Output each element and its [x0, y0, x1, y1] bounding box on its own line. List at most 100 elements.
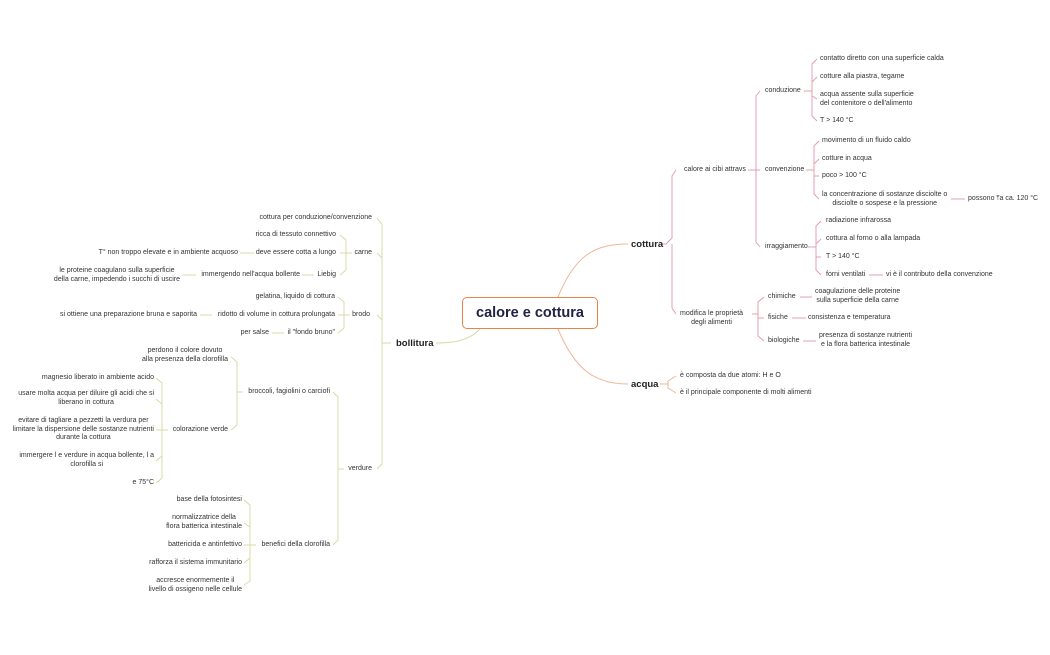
edge-col-1	[155, 377, 168, 431]
edge-calore-irraggiamento	[755, 170, 761, 248]
node-fis-1[interactable]: consistenza e temperatura	[808, 314, 891, 321]
node-irr-4[interactable]: forni ventilati	[826, 271, 866, 278]
node-carne-1[interactable]: ricca di tessuto connettivo	[255, 231, 336, 238]
edge-ben-4	[243, 545, 251, 564]
node-cond-1[interactable]: contatto diretto con una superficie cald…	[820, 55, 944, 62]
edge-mod-biologiche	[757, 318, 765, 342]
node-ben-3[interactable]: battericida e antinfettivo	[168, 541, 242, 548]
node-calore-ai-cibi[interactable]: calore ai cibi attravs	[684, 166, 746, 173]
edge-cond-3	[811, 91, 818, 100]
node-irr-4a[interactable]: vi è il contributo della convenzione	[886, 271, 993, 278]
node-chimiche[interactable]: chimiche	[768, 293, 796, 300]
node-brodo[interactable]: brodo	[352, 311, 370, 318]
node-cond-3[interactable]: acqua assente sulla superficie del conte…	[820, 91, 914, 107]
edge-brodo-1	[337, 296, 350, 316]
node-col-3[interactable]: evitare di tagliare a pezzetti la verdur…	[12, 417, 154, 441]
node-liebig-1a[interactable]: le proteine coagulano sulla superficie d…	[53, 267, 180, 283]
node-brocc-1[interactable]: perdono il colore dovuto alla presenza d…	[142, 347, 228, 363]
edge-carne-1	[339, 234, 352, 254]
node-biologiche[interactable]: biologiche	[768, 337, 800, 344]
edge-root-bollitura	[435, 328, 481, 344]
edge-ben-2	[243, 522, 251, 528]
node-col-4[interactable]: immergere l e verdure in acqua bollente,…	[19, 452, 154, 468]
edge-boll-1	[376, 217, 391, 344]
node-conv-1[interactable]: movimento di un fluido caldo	[822, 137, 911, 144]
node-irr-3[interactable]: T > 140 °C	[826, 253, 860, 260]
node-boll-1[interactable]: cottura per conduzione/convenzione	[259, 214, 372, 221]
node-fisiche[interactable]: fisiche	[768, 314, 788, 321]
node-conv-4[interactable]: la concentrazione di sostanze disciolte …	[822, 191, 948, 207]
node-chim-1[interactable]: coagulazione delle proteine sulla superf…	[815, 288, 901, 304]
node-verdure[interactable]: verdure	[348, 465, 372, 472]
node-ben-4[interactable]: rafforza il sistema immunitario	[149, 559, 242, 566]
node-acqua-2[interactable]: è il principale componente di molti alim…	[680, 389, 812, 396]
node-fondo-a[interactable]: per salse	[240, 329, 269, 336]
topic-bollitura[interactable]: bollitura	[396, 338, 434, 349]
node-col-1[interactable]: magnesio liberato in ambiente acido	[41, 374, 154, 381]
edge-brocc-1	[230, 356, 243, 393]
node-brodo-2[interactable]: ridotto di volume in cottura prolungata	[217, 311, 335, 318]
edge-boll-brodo	[376, 314, 383, 321]
node-bio-1[interactable]: presenza di sostanze nutrienti e la flor…	[819, 332, 912, 348]
edge-boll-verdure	[376, 343, 383, 470]
edge-verdure-broccoli	[332, 391, 344, 470]
edge-conv-4	[813, 176, 820, 200]
edge-boll-carne	[376, 252, 383, 259]
edge-irr-3	[815, 247, 821, 258]
node-liebig-1[interactable]: immergendo nell'acqua bollente	[201, 271, 300, 278]
node-benefici[interactable]: benefici della clorofilla	[261, 541, 330, 548]
node-irraggiamento[interactable]: irraggiamento	[765, 243, 808, 250]
node-ben-1[interactable]: base della fotosintesi	[176, 496, 242, 503]
node-ben-5[interactable]: accresce enormemente il livello di ossig…	[148, 577, 242, 593]
edge-cond-4	[811, 96, 818, 122]
node-carne-2a[interactable]: T° non troppo elevate e in ambiente acqu…	[98, 249, 238, 256]
edge-acqua-2	[667, 384, 677, 394]
node-acqua-1[interactable]: è composta da due atomi: H e O	[680, 372, 781, 379]
edge-calore-conduzione	[748, 90, 761, 171]
edge-ben-5	[243, 558, 251, 586]
node-conv-4a[interactable]: possono ⤒a ca. 120 °C	[968, 195, 1039, 202]
node-cond-2[interactable]: cotture alla piastra, tegame	[820, 73, 905, 80]
edge-cottura-calore	[660, 169, 677, 245]
node-conv-2[interactable]: cotture in acqua	[822, 155, 872, 162]
root-topic[interactable]: calore e cottura	[462, 297, 598, 329]
node-liebig[interactable]: Liebig	[317, 271, 336, 278]
node-colorazione[interactable]: colorazione verde	[172, 426, 228, 433]
edge-col-5	[155, 456, 163, 484]
edge-irr-4	[815, 257, 822, 276]
node-ben-2[interactable]: normalizzatrice della flora batterica in…	[166, 514, 242, 530]
node-modifica[interactable]: modifica le proprietà degli alimenti	[680, 310, 744, 326]
edge-irr-1	[808, 220, 822, 248]
edge-brodo-fondo	[337, 315, 345, 334]
edge-conv-2	[813, 158, 820, 165]
node-conv-3[interactable]: poco > 100 °C	[822, 172, 867, 179]
node-col-2[interactable]: usare molta acqua per diluire gli acidi …	[18, 390, 154, 406]
edge-acqua-1	[660, 375, 677, 385]
node-carne[interactable]: carne	[354, 249, 372, 256]
node-irr-2[interactable]: cottura al forno o alla lampada	[826, 235, 921, 242]
edge-ben-1	[243, 499, 256, 546]
edge-verdure-benefici	[332, 469, 339, 546]
node-irr-1[interactable]: radiazione infrarossa	[826, 217, 891, 224]
edge-mod-fisiche	[757, 314, 764, 319]
topic-acqua[interactable]: acqua	[631, 379, 659, 390]
node-brodo-1[interactable]: gelatina, liquido di cottura	[255, 293, 335, 300]
node-col-5[interactable]: e 75°C	[132, 479, 154, 486]
node-brodo-2a[interactable]: si ottiene una preparazione bruna e sapo…	[60, 311, 197, 318]
node-convenzione[interactable]: convenzione	[765, 166, 805, 173]
node-cond-4[interactable]: T > 140 °C	[820, 117, 854, 124]
edge-cond-2	[811, 76, 818, 83]
topic-cottura[interactable]: cottura	[631, 239, 664, 250]
node-fondo[interactable]: il "fondo bruno"	[287, 329, 335, 336]
node-carne-2[interactable]: deve essere cotta a lungo	[255, 249, 336, 256]
edge-conv-1	[806, 140, 820, 171]
edge-col-2	[155, 398, 163, 405]
edge-cond-1	[804, 58, 818, 92]
edge-root-acqua	[557, 328, 629, 385]
edge-mod-chimiche	[752, 296, 765, 315]
node-conduzione[interactable]: conduzione	[765, 87, 801, 94]
edge-carne-liebig	[339, 253, 347, 276]
node-broccoli[interactable]: broccoli, fagiolini o carciofi	[248, 388, 330, 395]
